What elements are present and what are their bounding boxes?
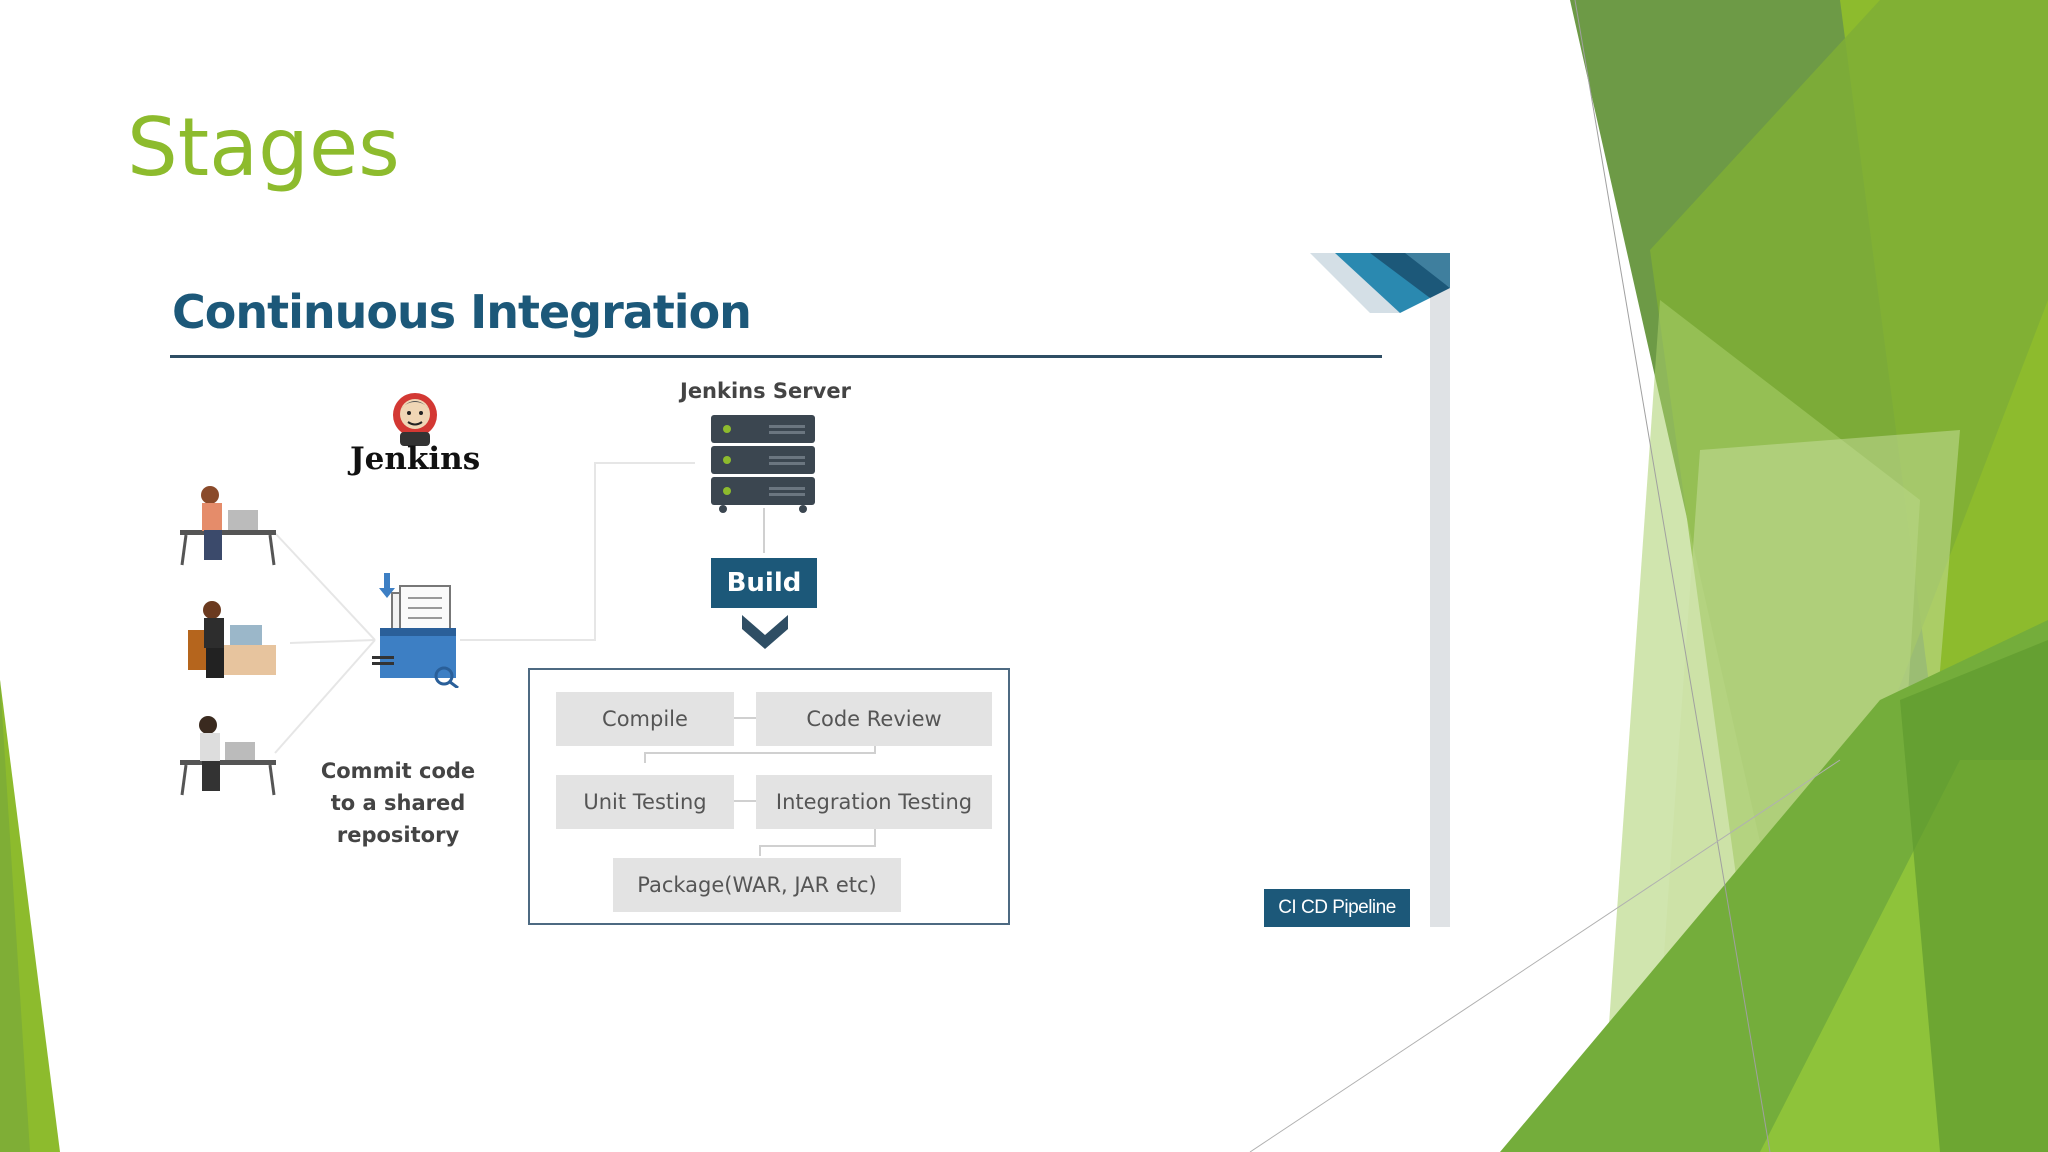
developer-3-icon <box>180 716 276 796</box>
developer-2-icon <box>188 601 276 678</box>
stage-integration-testing: Integration Testing <box>756 775 992 829</box>
repository-icon <box>372 573 459 688</box>
side-bar <box>1430 253 1450 927</box>
commit-text-line-1: Commit code <box>320 759 476 783</box>
jenkins-server-label: Jenkins Server <box>680 379 851 403</box>
developer-1-icon <box>180 486 276 566</box>
commit-text-line-3: repository <box>336 823 460 847</box>
slide-title: Stages <box>127 101 400 194</box>
developers-illustration <box>180 486 276 796</box>
commit-text-line-2: to a shared <box>330 791 466 815</box>
ci-figure: Continuous Integration Jenk <box>160 253 1450 927</box>
build-stages-frame: Compile Code Review Unit Testing Integra… <box>528 668 1010 925</box>
chevron-down-icon <box>742 615 788 649</box>
stage-code-review: Code Review <box>756 692 992 746</box>
stage-compile: Compile <box>556 692 734 746</box>
commit-text: Commit code to a shared repository <box>308 755 488 851</box>
build-box: Build <box>711 558 817 608</box>
corner-stripes <box>1310 253 1450 313</box>
jenkins-logo-text: Jenkins <box>350 441 481 477</box>
connector-lines <box>274 462 876 856</box>
pipeline-badge: CI CD Pipeline <box>1264 889 1410 927</box>
server-icon <box>711 415 815 513</box>
stage-unit-testing: Unit Testing <box>556 775 734 829</box>
jenkins-logo-icon <box>393 393 437 446</box>
figure-heading: Continuous Integration <box>172 285 752 339</box>
stage-package: Package(WAR, JAR etc) <box>613 858 901 912</box>
heading-rule <box>170 355 1382 358</box>
